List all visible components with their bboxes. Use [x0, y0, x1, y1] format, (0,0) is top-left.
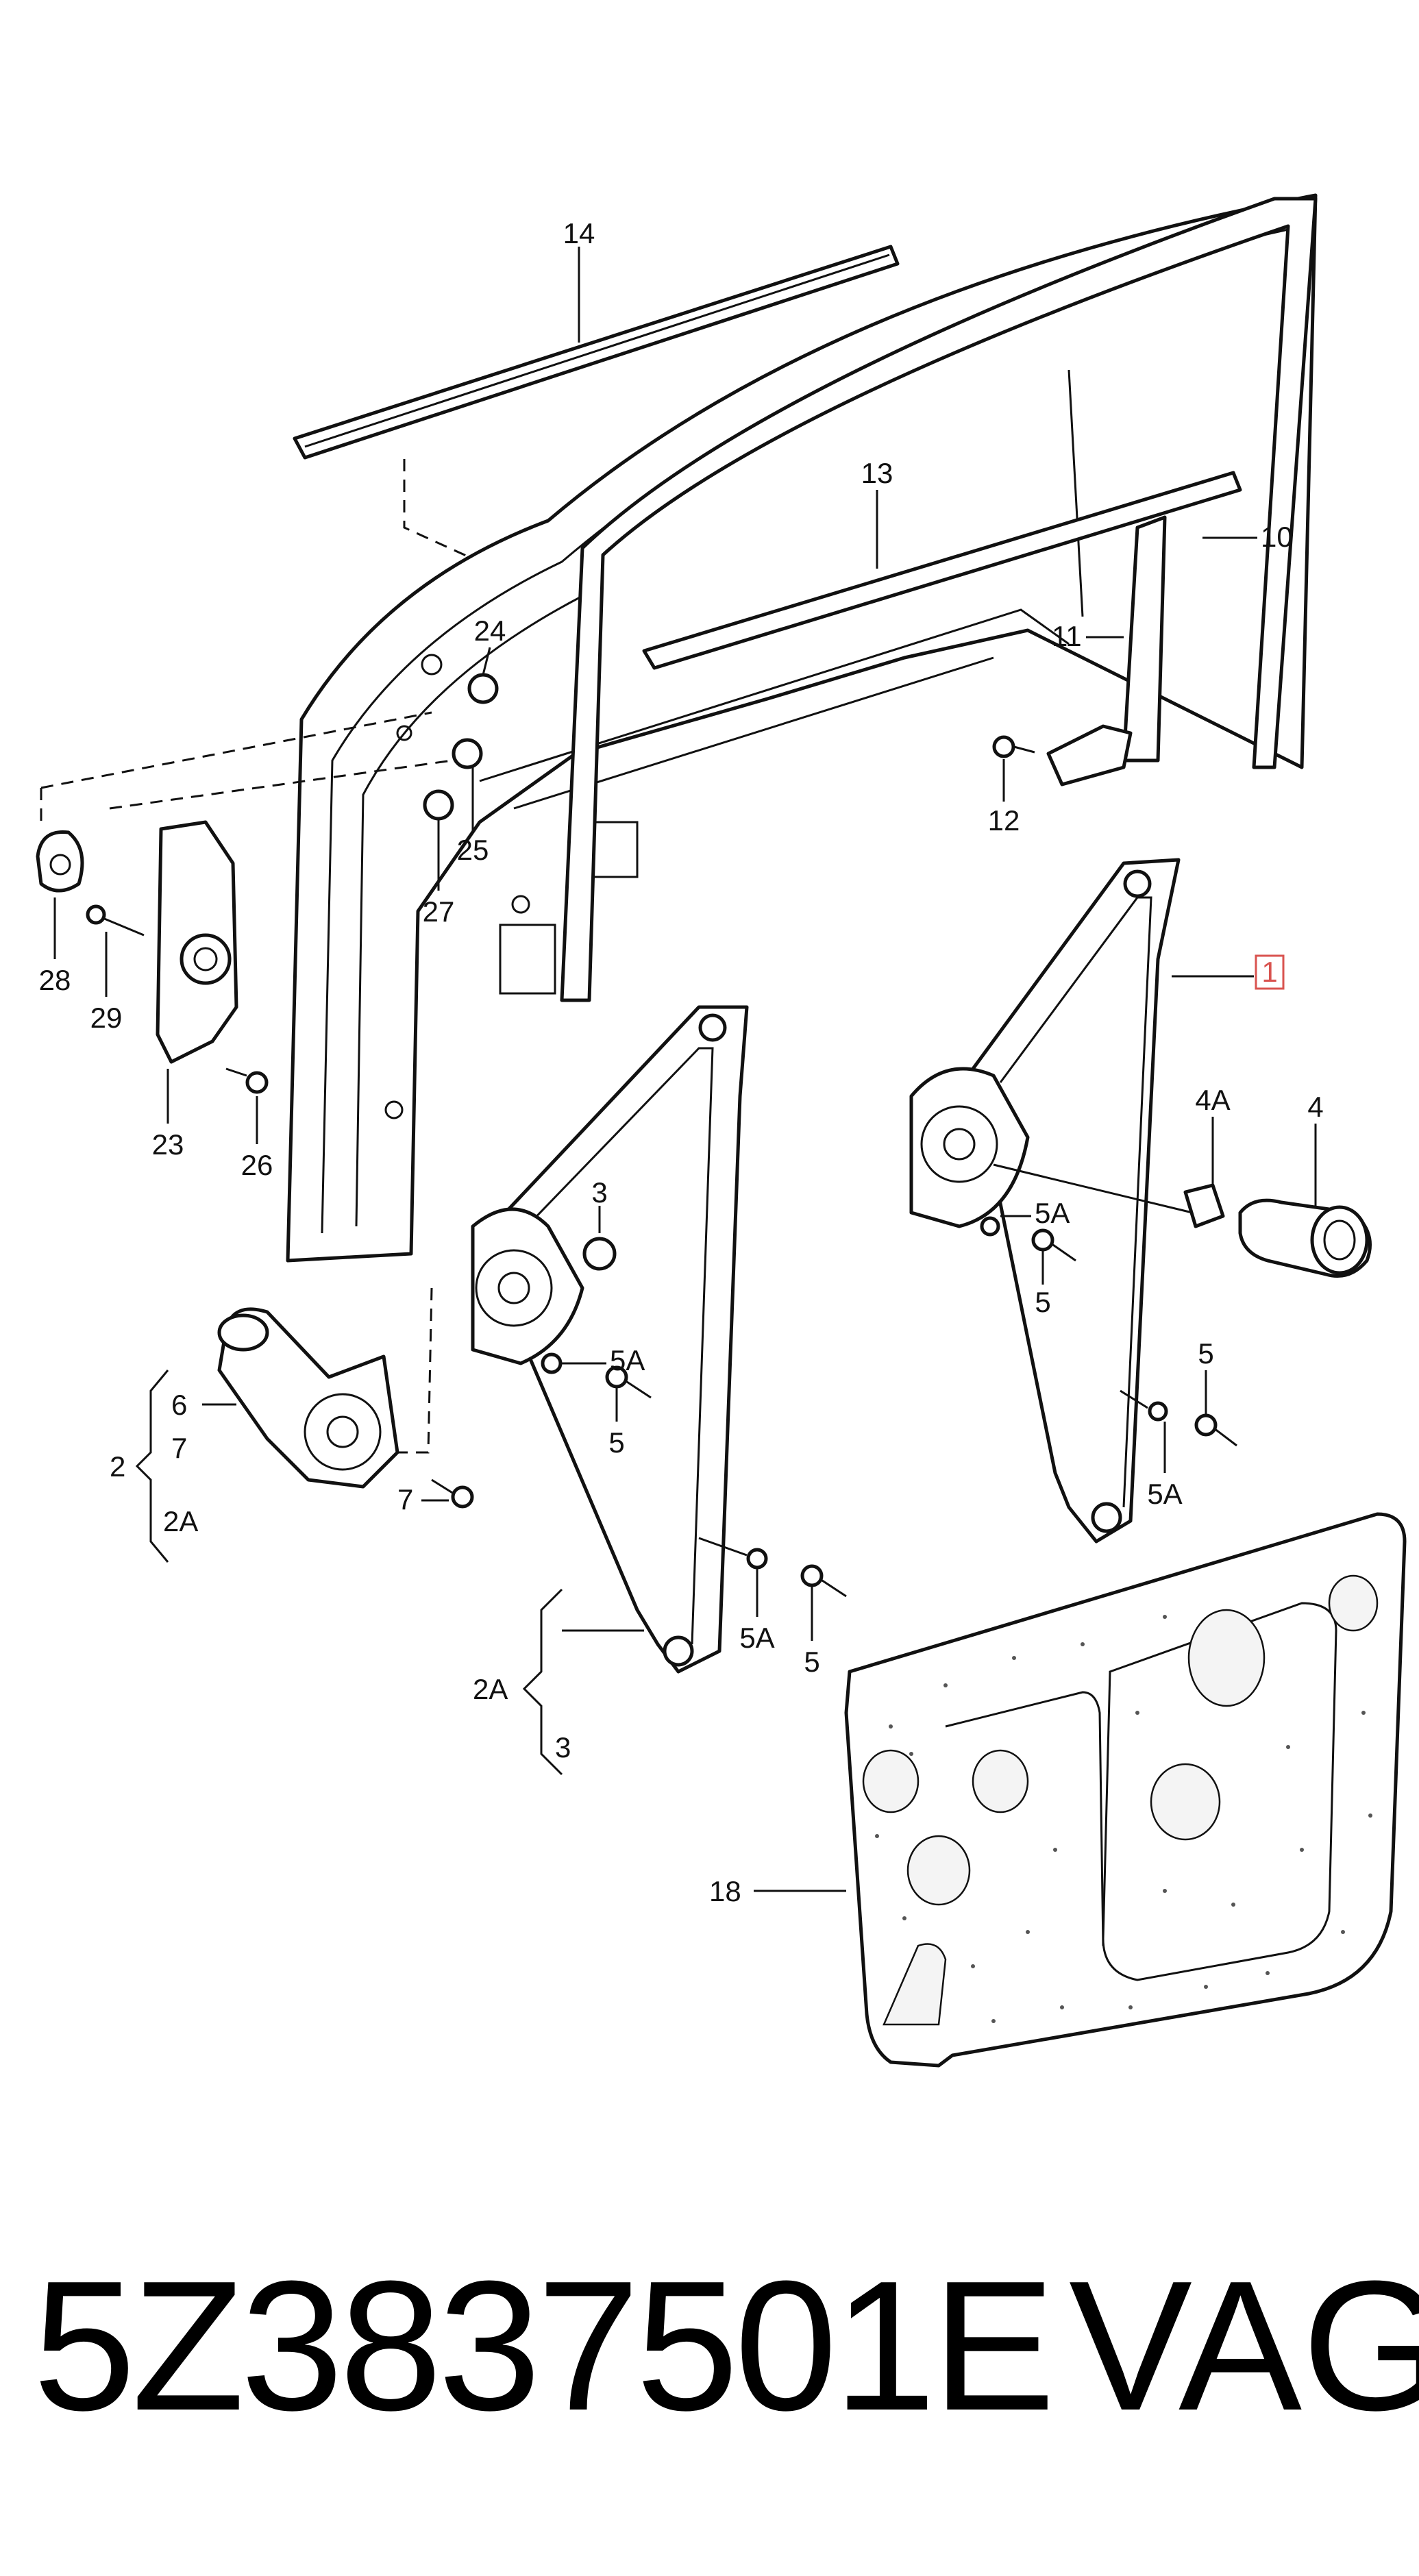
part-29-screw: [86, 904, 145, 937]
leader-24: [482, 647, 491, 676]
part-26-screw: [225, 1067, 269, 1094]
dashed-left-2: [109, 759, 453, 810]
leader-5-right-lower-link: [1120, 1389, 1148, 1409]
label-28: 28: [39, 964, 71, 996]
part-7-screw: [431, 1478, 474, 1509]
part-11-rear-channel: [1122, 515, 1167, 763]
label-29: 29: [90, 1002, 123, 1034]
label-26: 26: [241, 1149, 273, 1181]
label-4A: 4A: [1195, 1084, 1230, 1116]
dashed-14: [403, 459, 480, 563]
label-14: 14: [563, 217, 595, 249]
panel-speckle: [875, 1615, 1372, 2023]
dashed-motor: [397, 1287, 433, 1454]
label-7-screw: 7: [397, 1483, 413, 1515]
part-number: 5Z3837501E: [33, 2243, 1055, 2449]
part-12-bracket: [992, 724, 1133, 787]
label-3-bottom: 3: [555, 1731, 571, 1763]
label-27: 27: [423, 895, 455, 928]
bolt-5-right-upper: [1031, 1228, 1076, 1262]
label-23: 23: [152, 1128, 184, 1161]
part-3-grommet: [582, 1237, 617, 1271]
door-frame-body: [286, 193, 1318, 1263]
label-6: 6: [171, 1389, 187, 1421]
label-12: 12: [988, 804, 1020, 837]
label-5-center: 5: [608, 1426, 624, 1459]
washer-5A-center: [541, 1352, 563, 1374]
brace-2A-3: [522, 1588, 563, 1776]
label-5-lower: 5: [804, 1646, 819, 1678]
label-18: 18: [709, 1875, 741, 1907]
label-13: 13: [861, 457, 893, 489]
bolt-5-lower: [800, 1564, 847, 1598]
part-1-regulator: [909, 858, 1193, 1544]
label-5A-right-lower: 5A: [1147, 1478, 1182, 1510]
part-4A-clip: [1183, 1183, 1225, 1228]
part-23-bracket: [156, 820, 238, 1064]
label-5-right-lower: 5: [1198, 1337, 1213, 1370]
label-5-right-upper: 5: [1035, 1286, 1050, 1318]
part-18-trim-panel: [844, 1512, 1407, 2068]
washer-5A-lower: [746, 1548, 768, 1570]
label-25: 25: [457, 834, 489, 866]
label-5A-right-upper: 5A: [1035, 1197, 1070, 1229]
bolt-5-right-lower: [1194, 1413, 1237, 1447]
label-4: 4: [1307, 1091, 1323, 1123]
bolt-5-center: [605, 1365, 652, 1399]
window-motor: [217, 1307, 399, 1489]
label-1: 1: [1261, 956, 1277, 988]
label-10: 10: [1261, 521, 1293, 553]
part-14-window-strip: [293, 245, 900, 460]
label-2A-center: 2A: [473, 1673, 508, 1705]
brace-2: [135, 1370, 169, 1563]
label-11: 11: [1052, 620, 1082, 652]
part-13-belt-strip: [642, 471, 1242, 670]
label-3-top: 3: [591, 1176, 607, 1209]
label-5A-lower: 5A: [739, 1622, 774, 1654]
clips-24-25-27: [423, 673, 499, 821]
leader-5-lower-link: [698, 1537, 748, 1557]
label-24: 24: [474, 615, 506, 647]
label-2A-brace: 2A: [163, 1505, 198, 1537]
part-4-knob: [1238, 1198, 1372, 1278]
label-7-brace: 7: [171, 1432, 187, 1464]
brand-label: VAG: [1069, 2243, 1419, 2449]
washer-5A-right-upper: [980, 1216, 1000, 1237]
part-10-run-channel: [560, 197, 1318, 1002]
part-28-clip: [36, 830, 84, 893]
washer-5A-right-lower: [1148, 1401, 1168, 1422]
label-2: 2: [110, 1450, 125, 1483]
highlight-part-1: [1255, 954, 1285, 990]
dashed-left-1: [40, 711, 432, 789]
regulator-center: [471, 1005, 749, 1674]
label-5A-center: 5A: [610, 1344, 645, 1376]
